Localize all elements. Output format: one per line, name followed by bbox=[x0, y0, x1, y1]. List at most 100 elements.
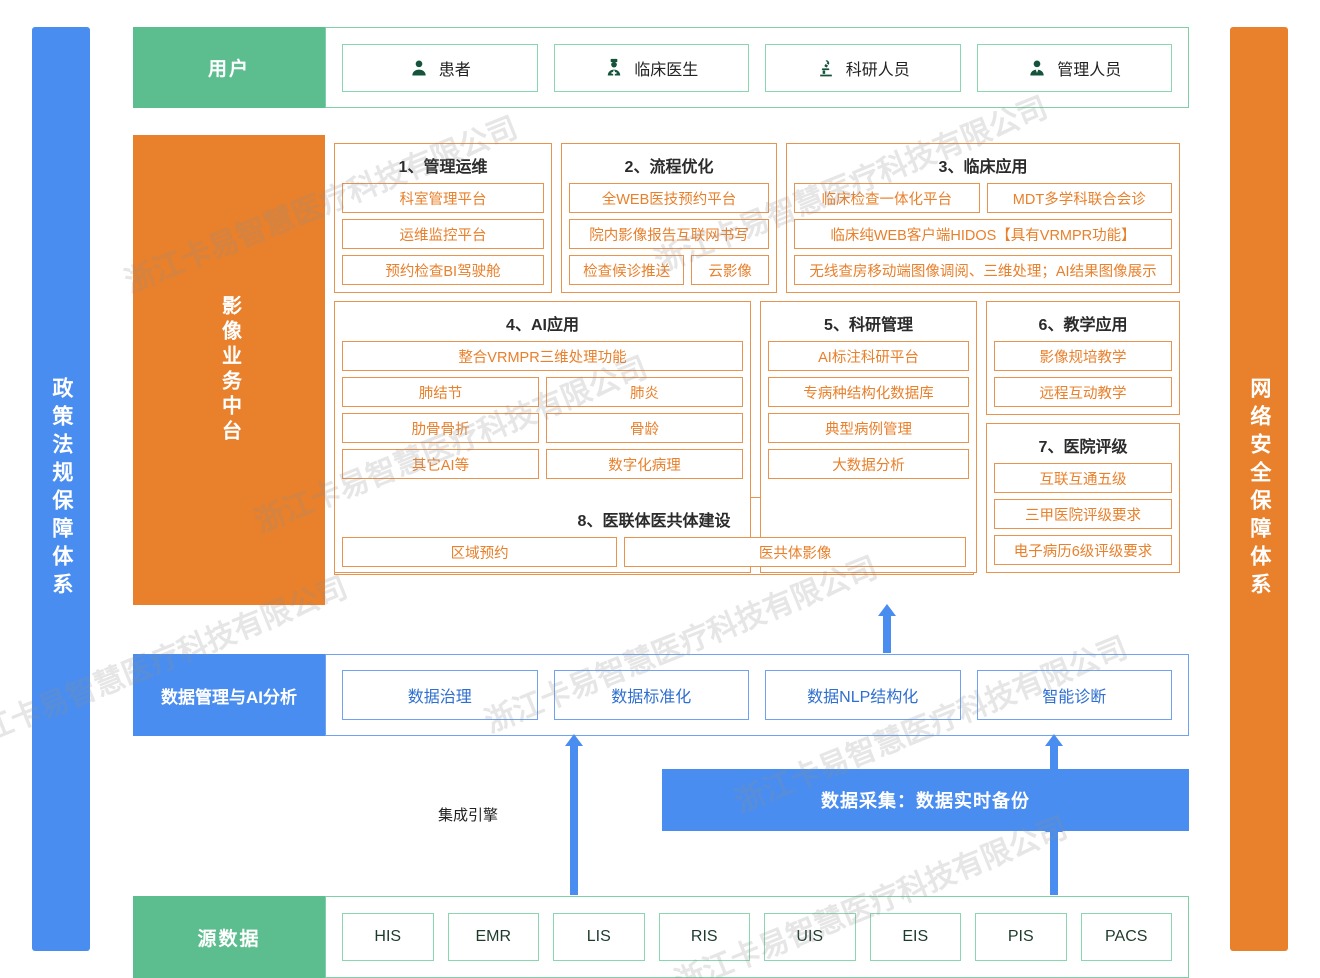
manager-icon bbox=[1030, 60, 1044, 75]
group-title: 5、科研管理 bbox=[824, 317, 913, 334]
group-item[interactable]: 肋骨骨折 bbox=[342, 413, 539, 443]
group-clinical-application: 3、临床应用 临床检查一体化平台 MDT多学科联合会诊 临床纯WEB客户端HID… bbox=[786, 143, 1180, 293]
group-item[interactable]: 科室管理平台 bbox=[342, 183, 544, 213]
group-item[interactable]: 临床纯WEB客户端HIDOS【具有VRMPR功能】 bbox=[794, 219, 1172, 249]
user-chip-administrator[interactable]: 管理人员 bbox=[976, 43, 1172, 92]
data-chip-intelligent-diagnosis[interactable]: 智能诊断 bbox=[976, 670, 1172, 720]
source-chip-eis[interactable]: EIS bbox=[869, 913, 961, 961]
group-item[interactable]: 影像规培教学 bbox=[994, 341, 1172, 371]
group-item[interactable]: 骨龄 bbox=[546, 413, 743, 443]
group-item[interactable]: 三甲医院评级要求 bbox=[994, 499, 1172, 529]
group-item[interactable]: 互联互通五级 bbox=[994, 463, 1172, 493]
data-collection-row: 数据采集：数据实时备份 集成引擎 bbox=[133, 736, 1189, 896]
group-item[interactable]: 院内影像报告互联网书写 bbox=[569, 219, 769, 249]
group-research-management: 5、科研管理 AI标注科研平台 专病种结构化数据库 典型病例管理 大数据分析 bbox=[760, 301, 977, 573]
group-item[interactable]: 肺结节 bbox=[342, 377, 539, 407]
imaging-platform-band: 影像业务中台 bbox=[133, 135, 325, 605]
imaging-platform-content: 1、管理运维 科室管理平台 运维监控平台 预约检查BI驾驶舱 2、流程优化 全W… bbox=[325, 135, 1189, 605]
integration-engine-label: 集成引擎 bbox=[437, 807, 498, 824]
group-management-ops: 1、管理运维 科室管理平台 运维监控平台 预约检查BI驾驶舱 bbox=[334, 143, 552, 293]
user-chip-clinician[interactable]: 临床医生 bbox=[553, 43, 749, 92]
group-item[interactable]: 临床检查一体化平台 bbox=[794, 183, 980, 213]
group-item[interactable]: 预约检查BI驾驶舱 bbox=[342, 255, 544, 285]
group-item-row: 检查候诊推送 云影像 bbox=[569, 255, 769, 285]
left-sidebar-label: 政策法规保障体系 bbox=[49, 377, 73, 601]
source-data-band: 源数据 bbox=[133, 896, 325, 978]
doctor-icon bbox=[607, 58, 621, 75]
microscope-icon bbox=[819, 59, 832, 76]
group-item[interactable]: 医共体影像 bbox=[624, 537, 966, 567]
architecture-stage: 用户 患者 临床医生 bbox=[133, 27, 1189, 978]
group-item[interactable]: 典型病例管理 bbox=[768, 413, 969, 443]
source-chip-lis[interactable]: LIS bbox=[553, 913, 645, 961]
group-item-row: 区域预约 医共体影像 bbox=[342, 537, 966, 567]
group-item-row: 临床检查一体化平台 MDT多学科联合会诊 bbox=[794, 183, 1172, 213]
group-hospital-rating: 7、医院评级 互联互通五级 三甲医院评级要求 电子病历6级评级要求 bbox=[986, 423, 1180, 573]
platform-column-right: 6、教学应用 影像规培教学 远程互动教学 7、医院评级 互联互通五级 三甲医院评… bbox=[986, 301, 1180, 573]
user-chip-label: 管理人员 bbox=[1057, 61, 1122, 79]
user-chip-patient[interactable]: 患者 bbox=[342, 43, 538, 92]
source-chip-his[interactable]: HIS bbox=[342, 913, 434, 961]
user-chip-researcher[interactable]: 科研人员 bbox=[765, 43, 961, 92]
group-item[interactable]: 云影像 bbox=[691, 255, 769, 285]
imaging-platform-band-label: 影像业务中台 bbox=[218, 295, 241, 445]
arrow-up-to-data-layer-icon bbox=[1050, 745, 1058, 769]
policy-regulation-sidebar: 政策法规保障体系 bbox=[32, 27, 90, 951]
group-item[interactable]: 大数据分析 bbox=[768, 449, 969, 479]
group-item[interactable]: 全WEB医技预约平台 bbox=[569, 183, 769, 213]
group-medical-union: 8、医联体医共体建设 区域预约 医共体影像 bbox=[334, 497, 974, 575]
group-title: 4、AI应用 bbox=[506, 317, 579, 334]
group-item[interactable]: 无线查房移动端图像调阅、三维处理；AI结果图像展示 bbox=[794, 255, 1172, 285]
source-chip-pacs[interactable]: PACS bbox=[1080, 913, 1172, 961]
data-management-band: 数据管理与AI分析 bbox=[133, 654, 325, 736]
group-item[interactable]: 检查候诊推送 bbox=[569, 255, 685, 285]
source-chip-pis[interactable]: PIS bbox=[975, 913, 1067, 961]
group-title: 7、医院评级 bbox=[1038, 439, 1128, 456]
group-item[interactable]: 远程互动教学 bbox=[994, 377, 1172, 407]
group-title: 6、教学应用 bbox=[1038, 317, 1128, 334]
source-chip-ris[interactable]: RIS bbox=[658, 913, 750, 961]
users-band-label: 用户 bbox=[207, 59, 250, 80]
users-row: 用户 患者 临床医生 bbox=[133, 27, 1189, 108]
group-item[interactable]: 整合VRMPR三维处理功能 bbox=[342, 341, 743, 371]
group-item[interactable]: AI标注科研平台 bbox=[768, 341, 969, 371]
data-management-band-label: 数据管理与AI分析 bbox=[161, 687, 297, 707]
arrow-up-integration-engine-icon bbox=[570, 745, 578, 895]
group-item-row: 其它AI等 数字化病理 bbox=[342, 449, 743, 479]
user-chip-label: 科研人员 bbox=[845, 61, 910, 79]
right-sidebar-label: 网络安全保障体系 bbox=[1247, 377, 1271, 601]
group-item[interactable]: 区域预约 bbox=[342, 537, 618, 567]
group-item[interactable]: 数字化病理 bbox=[546, 449, 743, 479]
platform-row-2: 4、AI应用 整合VRMPR三维处理功能 肺结节 肺炎 肋骨骨折 骨龄 其它AI… bbox=[334, 301, 1180, 573]
group-item[interactable]: 专病种结构化数据库 bbox=[768, 377, 969, 407]
source-chip-uis[interactable]: UIS bbox=[764, 913, 856, 961]
group-item[interactable]: 其它AI等 bbox=[342, 449, 539, 479]
users-band: 用户 bbox=[133, 27, 325, 108]
group-teaching-application: 6、教学应用 影像规培教学 远程互动教学 bbox=[986, 301, 1180, 415]
data-chip-governance[interactable]: 数据治理 bbox=[342, 670, 538, 720]
group-item[interactable]: 电子病历6级评级要求 bbox=[994, 535, 1172, 565]
group-item[interactable]: MDT多学科联合会诊 bbox=[986, 183, 1172, 213]
platform-row-1: 1、管理运维 科室管理平台 运维监控平台 预约检查BI驾驶舱 2、流程优化 全W… bbox=[334, 143, 1180, 293]
data-chip-standardization[interactable]: 数据标准化 bbox=[553, 670, 749, 720]
source-chip-emr[interactable]: EMR bbox=[447, 913, 539, 961]
person-icon bbox=[412, 60, 426, 75]
source-data-band-label: 源数据 bbox=[197, 928, 261, 950]
users-chip-container: 患者 临床医生 科研人员 bbox=[325, 27, 1189, 108]
user-chip-label: 临床医生 bbox=[634, 61, 699, 79]
group-item[interactable]: 肺炎 bbox=[546, 377, 743, 407]
imaging-platform-row: 影像业务中台 1、管理运维 科室管理平台 运维监控平台 预约检查BI驾驶舱 2、… bbox=[133, 135, 1189, 605]
group-item[interactable]: 运维监控平台 bbox=[342, 219, 544, 249]
source-data-row: 源数据 HIS EMR LIS RIS UIS EIS PIS PACS bbox=[133, 896, 1189, 978]
source-data-chip-container: HIS EMR LIS RIS UIS EIS PIS PACS bbox=[325, 896, 1189, 978]
group-process-optimization: 2、流程优化 全WEB医技预约平台 院内影像报告互联网书写 检查候诊推送 云影像 bbox=[561, 143, 777, 293]
arrow-up-to-collection-icon bbox=[1050, 831, 1058, 895]
group-ai-application: 4、AI应用 整合VRMPR三维处理功能 肺结节 肺炎 肋骨骨折 骨龄 其它AI… bbox=[334, 301, 751, 573]
group-item-row: 肺结节 肺炎 bbox=[342, 377, 743, 407]
group-title: 1、管理运维 bbox=[398, 159, 488, 176]
data-chip-nlp-structuring[interactable]: 数据NLP结构化 bbox=[765, 670, 961, 720]
arrow-up-to-platform-icon bbox=[883, 615, 891, 653]
user-chip-label: 患者 bbox=[438, 61, 471, 79]
data-management-row: 数据管理与AI分析 数据治理 数据标准化 数据NLP结构化 智能诊断 bbox=[133, 654, 1189, 736]
network-security-sidebar: 网络安全保障体系 bbox=[1230, 27, 1288, 951]
